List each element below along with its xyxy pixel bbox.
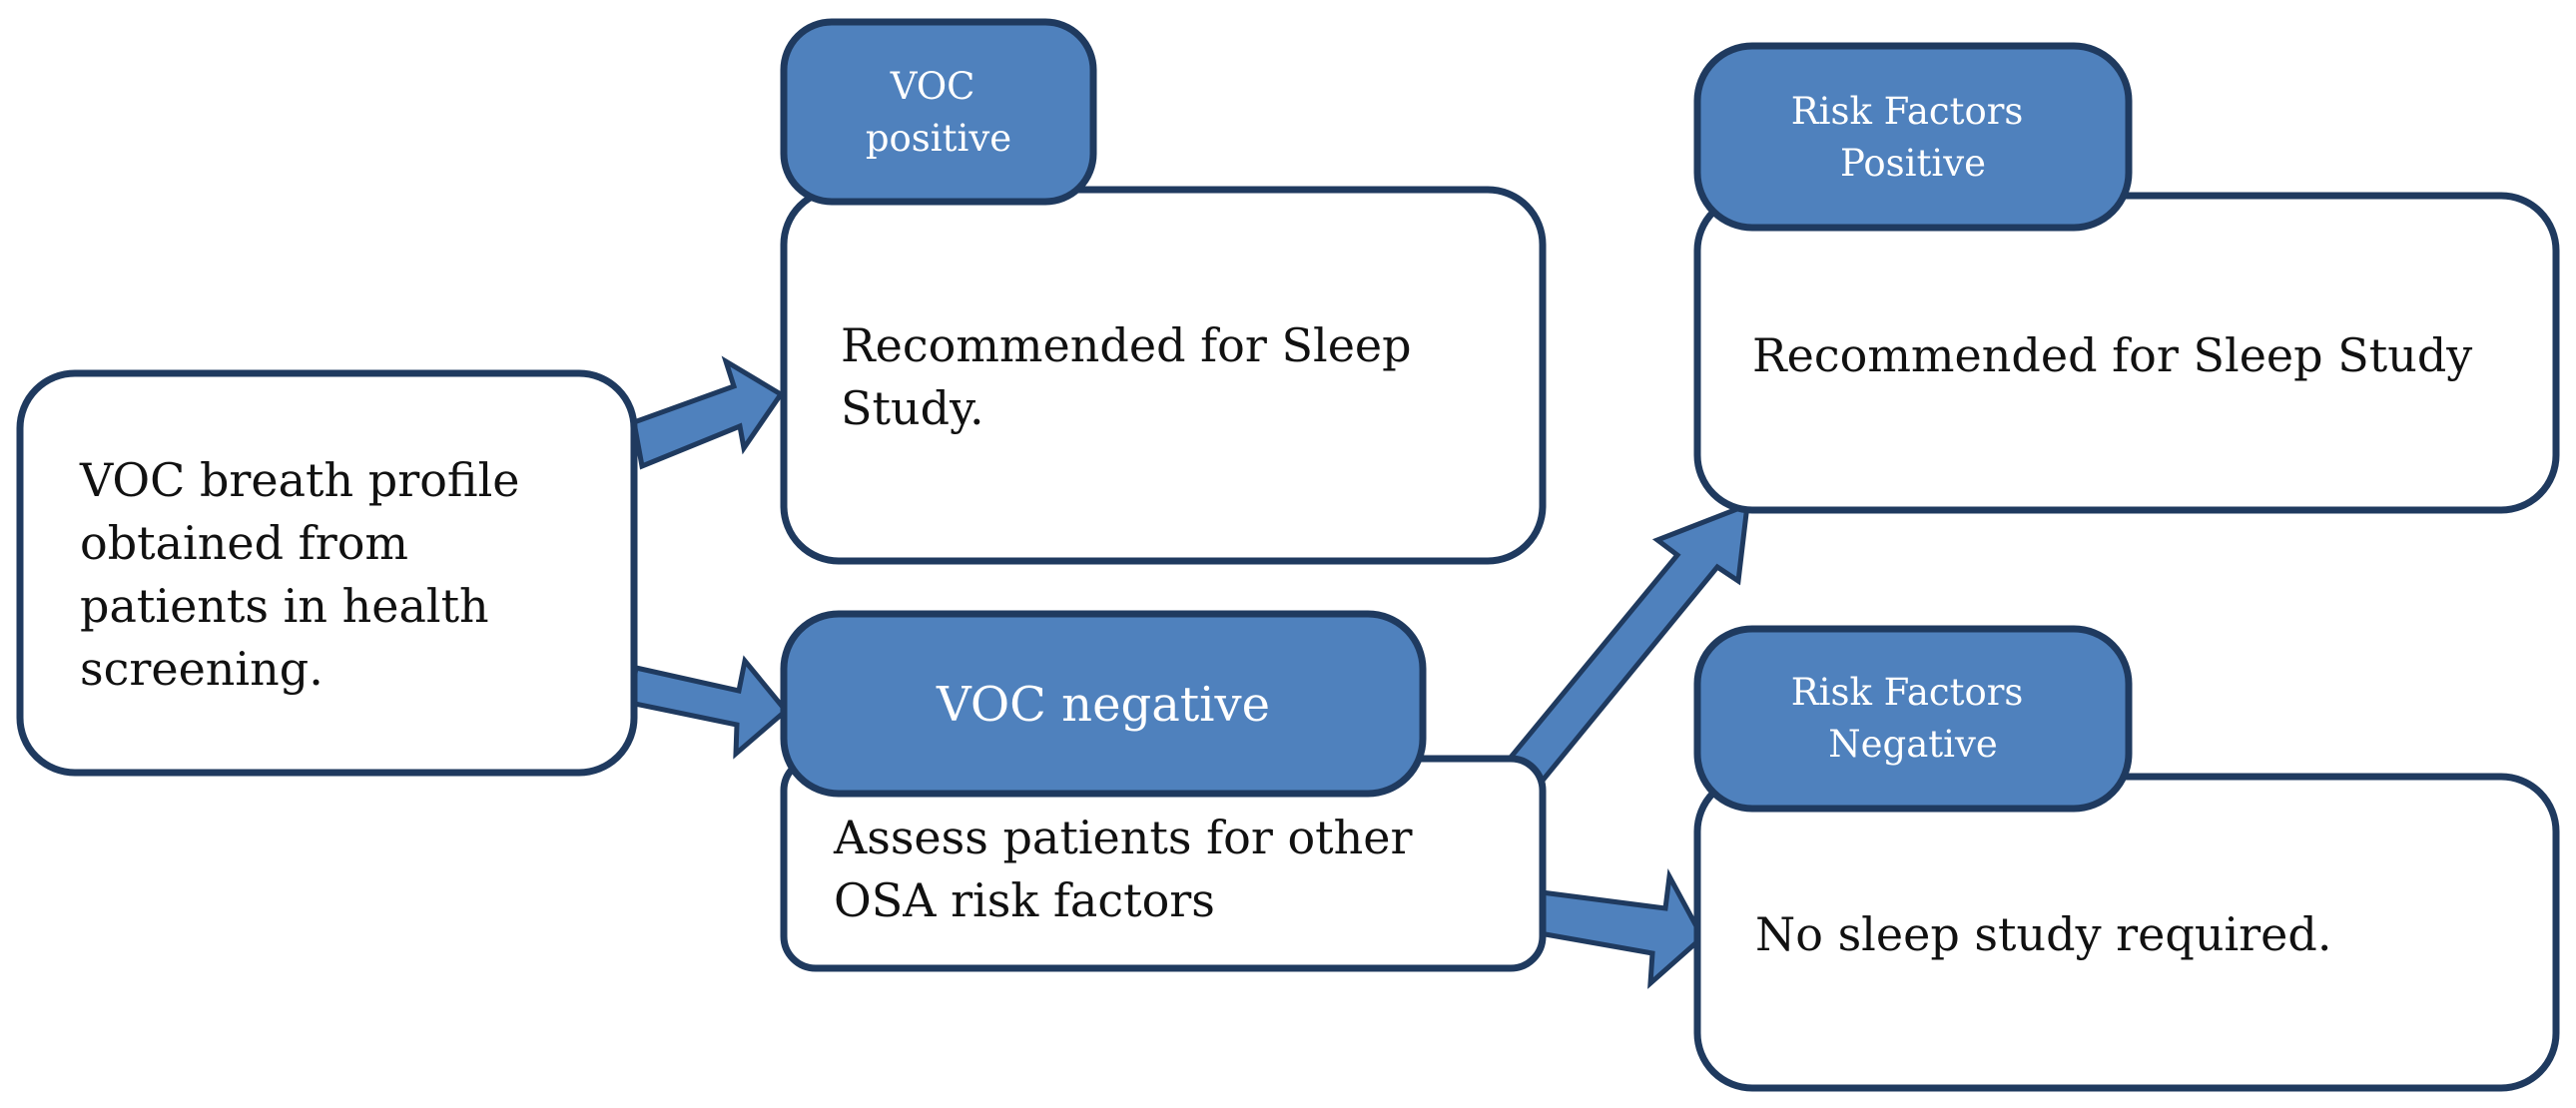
rf-negative-tag-line-2: Negative <box>1828 723 1998 766</box>
start-box-line-4: screening. <box>80 642 323 696</box>
arrow-start-to-voc-positive <box>631 355 785 470</box>
voc-positive-box <box>780 186 1547 565</box>
voc-positive-tag-line-2: positive <box>866 117 1011 160</box>
rf-negative-tag-text: Risk Factors Negative <box>1791 671 2035 766</box>
voc-positive-tag-text: VOC positive <box>866 65 1011 160</box>
start-box <box>16 369 638 777</box>
rf-positive-box-line-1: Recommended for Sleep Study <box>1752 328 2472 382</box>
start-box-line-3: patients in health <box>80 579 489 633</box>
rf-positive-tag-line-1: Risk Factors <box>1791 90 2024 133</box>
voc-positive-tag <box>780 18 1097 206</box>
start-box-text: VOC breath profile obtained from patient… <box>79 453 534 696</box>
voc-negative-tag-line-1: VOC negative <box>936 677 1270 733</box>
start-box-line-2: obtained from <box>80 516 408 570</box>
voc-positive-tag-line-1: VOC <box>890 65 975 108</box>
rf-negative-tag-line-1: Risk Factors <box>1791 671 2024 714</box>
rf-negative-box-line-1: No sleep study required. <box>1755 907 2331 961</box>
voc-negative-box-line-2: OSA risk factors <box>834 873 1215 927</box>
rf-negative-tag <box>1693 625 2133 813</box>
rf-negative-box-text: No sleep study required. <box>1755 907 2331 961</box>
voc-negative-tag-text: VOC negative <box>936 677 1270 733</box>
voc-positive-box-line-2: Study. <box>841 381 984 435</box>
rf-positive-tag-text: Risk Factors Positive <box>1791 90 2035 185</box>
rf-positive-tag <box>1693 42 2133 232</box>
voc-positive-box-text: Recommended for Sleep Study. <box>841 318 1426 435</box>
arrow-start-to-voc-negative <box>627 655 790 760</box>
rf-positive-tag-line-2: Positive <box>1840 142 1986 185</box>
arrow-voc-negative-to-rf-positive <box>1495 501 1750 785</box>
voc-negative-tag <box>780 610 1427 798</box>
arrow-voc-negative-to-rf-negative <box>1537 867 1706 989</box>
start-box-line-1: VOC breath profile <box>79 453 520 507</box>
voc-positive-box-line-1: Recommended for Sleep <box>841 318 1412 372</box>
voc-negative-box-line-1: Assess patients for other <box>833 811 1412 864</box>
rf-positive-box-text: Recommended for Sleep Study <box>1752 328 2472 382</box>
voc-negative-box-text: Assess patients for other OSA risk facto… <box>833 811 1427 927</box>
